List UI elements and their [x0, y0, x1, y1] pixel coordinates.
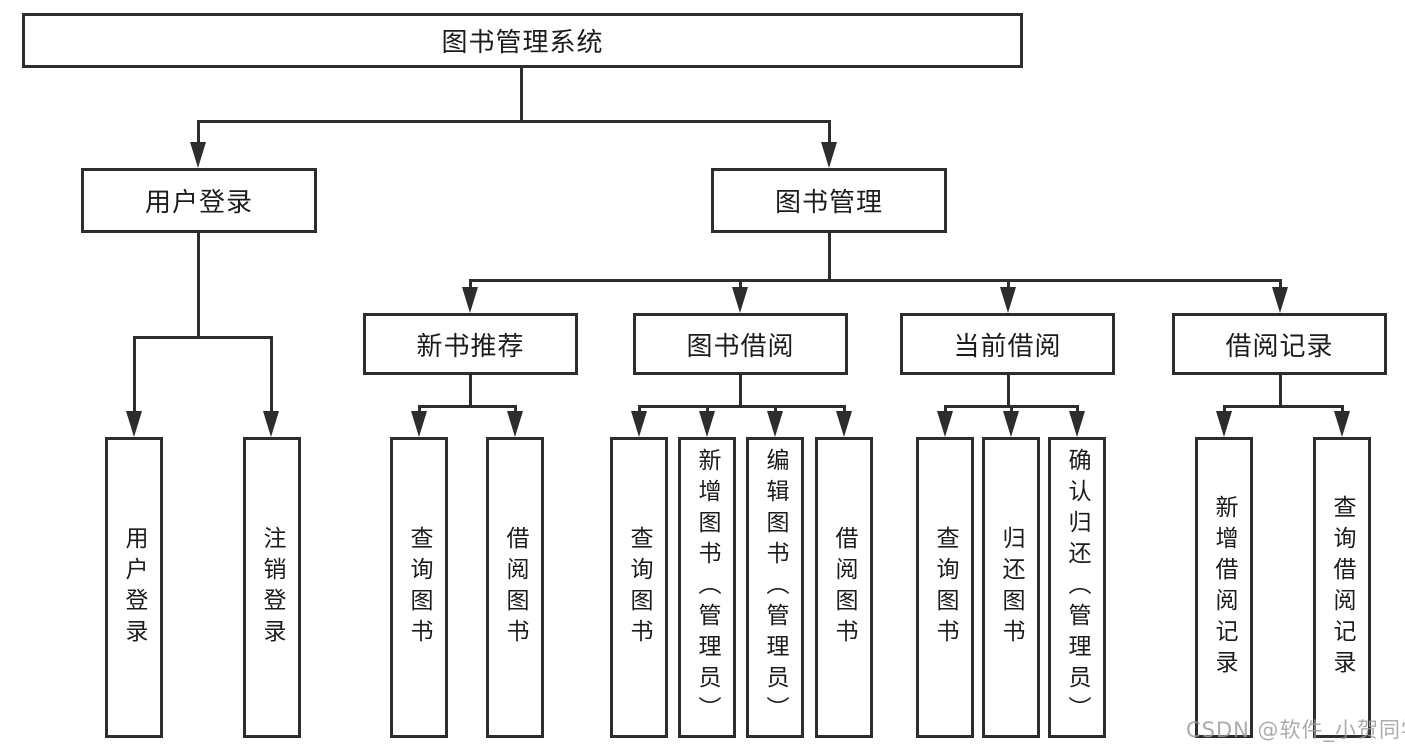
arrow-down-icon	[732, 287, 748, 313]
leaf-borrow-books: 借阅图书	[486, 437, 544, 738]
connector-line	[133, 336, 136, 413]
leaf-edit-books-admin: 编辑图书（管理员）	[746, 437, 804, 738]
connector-line	[1223, 405, 1344, 408]
leaf-confirm-return-admin: 确认归还（管理员）	[1048, 437, 1106, 738]
arrow-down-icon	[507, 411, 523, 437]
connector-line	[133, 336, 273, 339]
arrow-down-icon	[1000, 287, 1016, 313]
leaf-search-borrow-record: 查询借阅记录	[1313, 437, 1371, 738]
arrow-down-icon	[263, 411, 279, 437]
connector-line	[1007, 375, 1010, 407]
arrow-down-icon	[462, 287, 478, 313]
node-book-management: 图书管理	[711, 168, 947, 233]
connector-line	[1007, 279, 1010, 289]
leaf-add-books-admin: 新增图书（管理员）	[678, 437, 736, 738]
connector-line	[520, 68, 523, 122]
arrow-down-icon	[937, 411, 953, 437]
node-book-borrowing: 图书借阅	[633, 313, 848, 375]
arrow-down-icon	[1069, 411, 1085, 437]
leaf-logout: 注销登录	[243, 437, 301, 738]
connector-line	[418, 405, 421, 413]
connector-line	[418, 405, 517, 408]
arrow-down-icon	[631, 411, 647, 437]
connector-line	[197, 233, 200, 338]
connector-line	[1223, 405, 1226, 413]
leaf-borrow-books: 借阅图书	[815, 437, 873, 738]
arrow-down-icon	[190, 142, 206, 168]
connector-line	[706, 405, 709, 413]
connector-line	[1076, 405, 1079, 413]
csdn-watermark: CSDN @软件_小贺同学	[1186, 718, 1405, 742]
arrow-down-icon	[1003, 411, 1019, 437]
connector-line	[739, 279, 742, 289]
arrow-down-icon	[411, 411, 427, 437]
connector-line	[197, 120, 200, 146]
node-new-book-recommendation: 新书推荐	[363, 313, 578, 375]
leaf-search-books: 查询图书	[916, 437, 974, 738]
connector-line	[638, 405, 846, 408]
connector-line	[843, 405, 846, 413]
arrow-down-icon	[767, 411, 783, 437]
leaf-return-books: 归还图书	[982, 437, 1040, 738]
leaf-search-books: 查询图书	[390, 437, 448, 738]
node-borrowing-records: 借阅记录	[1172, 313, 1387, 375]
connector-line	[469, 279, 1282, 282]
arrow-down-icon	[1272, 287, 1288, 313]
connector-line	[469, 279, 472, 289]
leaf-add-borrow-record: 新增借阅记录	[1195, 437, 1253, 738]
connector-line	[638, 405, 641, 413]
node-root-library-system: 图书管理系统	[22, 13, 1023, 68]
connector-line	[1279, 375, 1282, 407]
connector-line	[469, 375, 472, 407]
connector-line	[270, 336, 273, 413]
arrow-down-icon	[699, 411, 715, 437]
connector-line	[944, 405, 947, 413]
connector-line	[1341, 405, 1344, 413]
arrow-down-icon	[126, 411, 142, 437]
node-user-login: 用户登录	[81, 168, 317, 233]
connector-line	[1279, 279, 1282, 289]
connector-line	[1010, 405, 1013, 413]
leaf-search-books: 查询图书	[610, 437, 668, 738]
node-current-borrowing: 当前借阅	[900, 313, 1115, 375]
connector-line	[828, 120, 831, 146]
arrow-down-icon	[1334, 411, 1350, 437]
arrow-down-icon	[836, 411, 852, 437]
connector-line	[774, 405, 777, 413]
connector-line	[828, 233, 831, 281]
connector-line	[197, 120, 831, 123]
arrow-down-icon	[1216, 411, 1232, 437]
arrow-down-icon	[821, 142, 837, 168]
connector-line	[514, 405, 517, 413]
connector-line	[739, 375, 742, 407]
leaf-user-login: 用户登录	[105, 437, 163, 738]
